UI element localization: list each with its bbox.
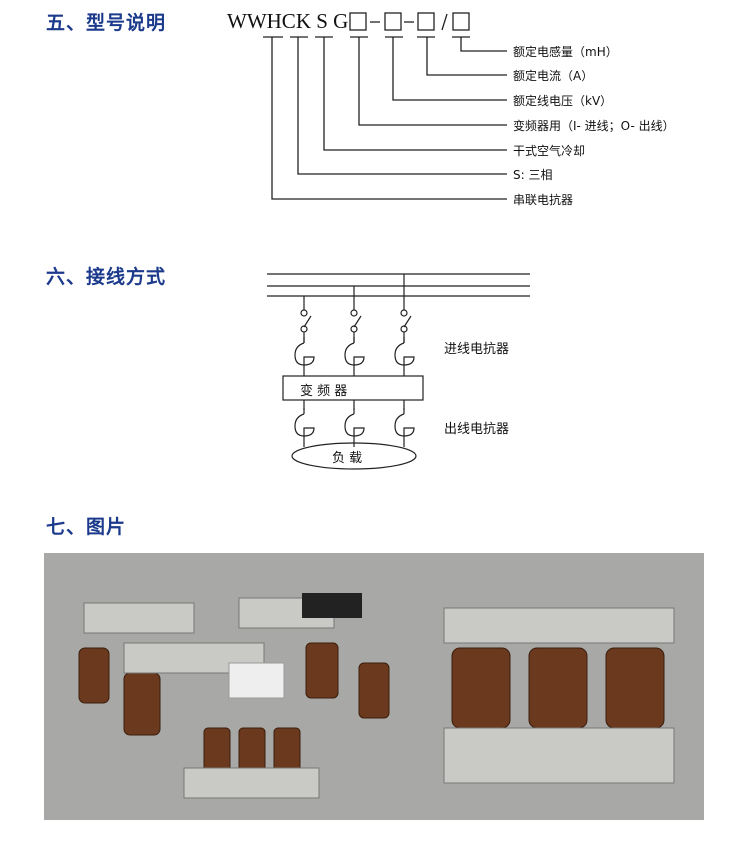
- inverter-label: 变 频 器: [300, 384, 348, 399]
- reactor-illustration: [78, 593, 675, 799]
- product-photo: [44, 553, 704, 820]
- section-heading-wiring: 六、接线方式: [46, 266, 167, 288]
- output-reactor-label: 出线电抗器: [444, 422, 510, 437]
- label-voltage: 额定线电压（kV）: [513, 94, 613, 108]
- model-code-prefix: WWHCK S G: [227, 9, 349, 33]
- label-usage: 变频器用（I- 进线；O- 出线）: [513, 119, 675, 133]
- model-code: WWHCK S G: [227, 9, 348, 34]
- label-current: 额定电流（A）: [513, 69, 594, 83]
- wiring-diagram: [267, 273, 530, 470]
- label-inductance: 额定电感量（mH）: [513, 45, 618, 59]
- label-phase: S: 三相: [513, 168, 553, 182]
- input-reactor-label: 进线电抗器: [444, 342, 510, 357]
- label-cooling: 干式空气冷却: [513, 144, 586, 158]
- load-label: 负 载: [332, 451, 363, 466]
- label-type: 串联电抗器: [513, 193, 574, 207]
- section-heading-photos: 七、图片: [46, 516, 127, 538]
- section-heading-model: 五、型号说明: [46, 12, 167, 34]
